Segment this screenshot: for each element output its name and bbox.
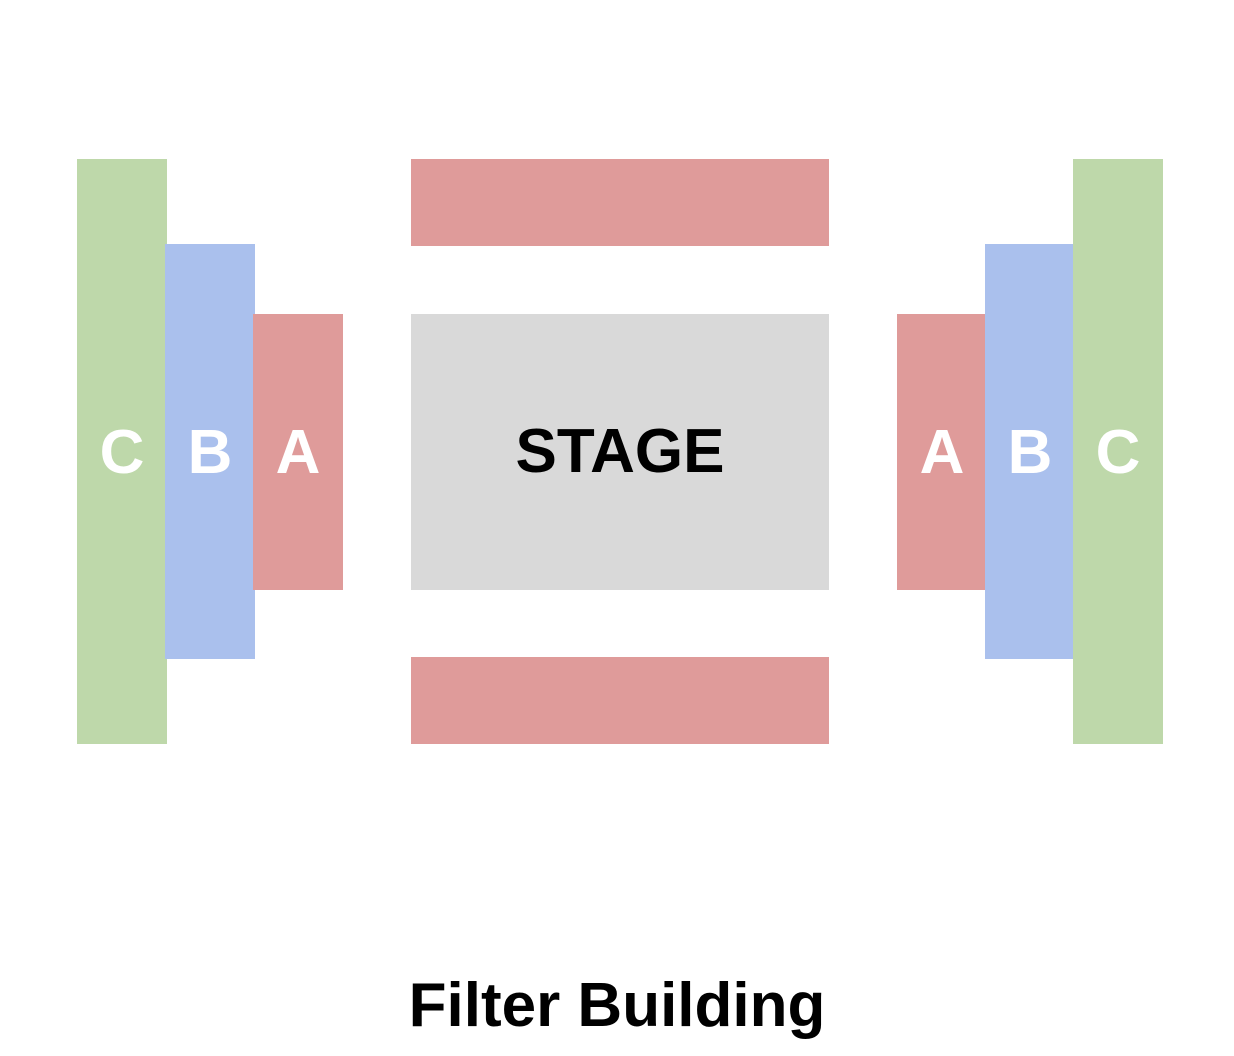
section-c-right-label: C: [1095, 418, 1141, 487]
section-a-bottom[interactable]: [411, 657, 829, 744]
section-b-right[interactable]: B: [985, 244, 1075, 659]
section-b-left[interactable]: B: [165, 244, 255, 659]
section-c-left[interactable]: C: [77, 159, 167, 744]
section-b-left-label: B: [187, 418, 233, 487]
venue-title: Filter Building: [408, 971, 826, 1040]
stage: STAGE: [411, 314, 829, 590]
section-a-left-label: A: [275, 418, 321, 487]
section-a-right-label: A: [919, 418, 965, 487]
section-a-left[interactable]: A: [253, 314, 343, 590]
section-c-left-label: C: [99, 418, 145, 487]
section-a-right[interactable]: A: [897, 314, 987, 590]
section-a-top[interactable]: [411, 159, 829, 246]
section-c-right[interactable]: C: [1073, 159, 1163, 744]
section-b-right-label: B: [1007, 418, 1053, 487]
stage-label: STAGE: [515, 417, 725, 486]
